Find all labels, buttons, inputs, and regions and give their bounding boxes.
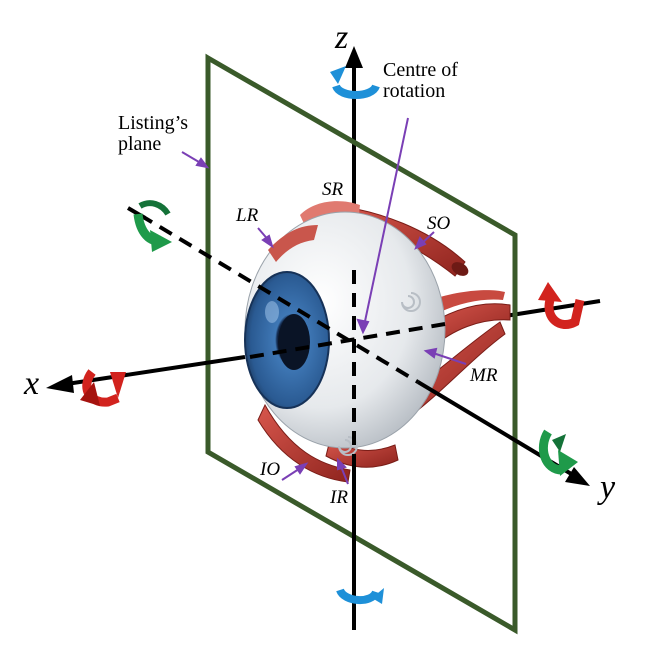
iris-highlight — [265, 301, 279, 323]
x-axis-arrowhead — [46, 375, 74, 393]
so-label: SO — [427, 213, 451, 234]
y-axis-dashed — [249, 322, 446, 359]
vortex-vein-mark — [338, 292, 421, 456]
y-axis-arrowhead — [565, 467, 590, 486]
listings-plane-line-2: plane — [118, 133, 162, 155]
y-rotation-arrow — [539, 429, 578, 476]
z-top-rotation-arrow — [330, 66, 380, 99]
z-bottom-rotation-arrow — [336, 587, 384, 604]
x-axis-label: x — [24, 365, 40, 402]
z-axis-arrowhead — [345, 46, 363, 68]
superior-oblique-tendon-end — [451, 262, 469, 276]
ir-label: IR — [330, 487, 348, 508]
y-axis-label: y — [600, 469, 616, 506]
lr-label: LR — [236, 205, 259, 226]
x-rotation-arrow — [80, 369, 126, 407]
x-back-rotation-arrow — [133, 200, 172, 252]
centre-pointer — [363, 117, 409, 327]
centre-of-rotation-line-1: Centre of — [383, 59, 458, 81]
centre-of-rotation-label: Centre of rotation — [383, 60, 458, 102]
z-axis-label: z — [335, 19, 349, 56]
listings-plane — [205, 53, 518, 635]
mr-pointer — [429, 351, 467, 365]
muscle-band-right — [430, 290, 505, 312]
sr-label: SR — [322, 179, 344, 200]
pupil — [278, 314, 310, 370]
x-axis-dashed — [138, 213, 420, 384]
label-pointers — [181, 117, 467, 485]
listings-plane-label: Listing’s plane — [118, 113, 188, 155]
io-label: IO — [260, 459, 281, 480]
mr-label: MR — [470, 365, 498, 386]
lateral-rectus-muscle — [268, 225, 318, 262]
eyeball — [244, 211, 446, 456]
y-back-rotation-arrow — [538, 282, 585, 329]
listings-plane-line-1: Listing’s — [118, 112, 189, 134]
centre-of-rotation-line-2: rotation — [383, 80, 446, 102]
